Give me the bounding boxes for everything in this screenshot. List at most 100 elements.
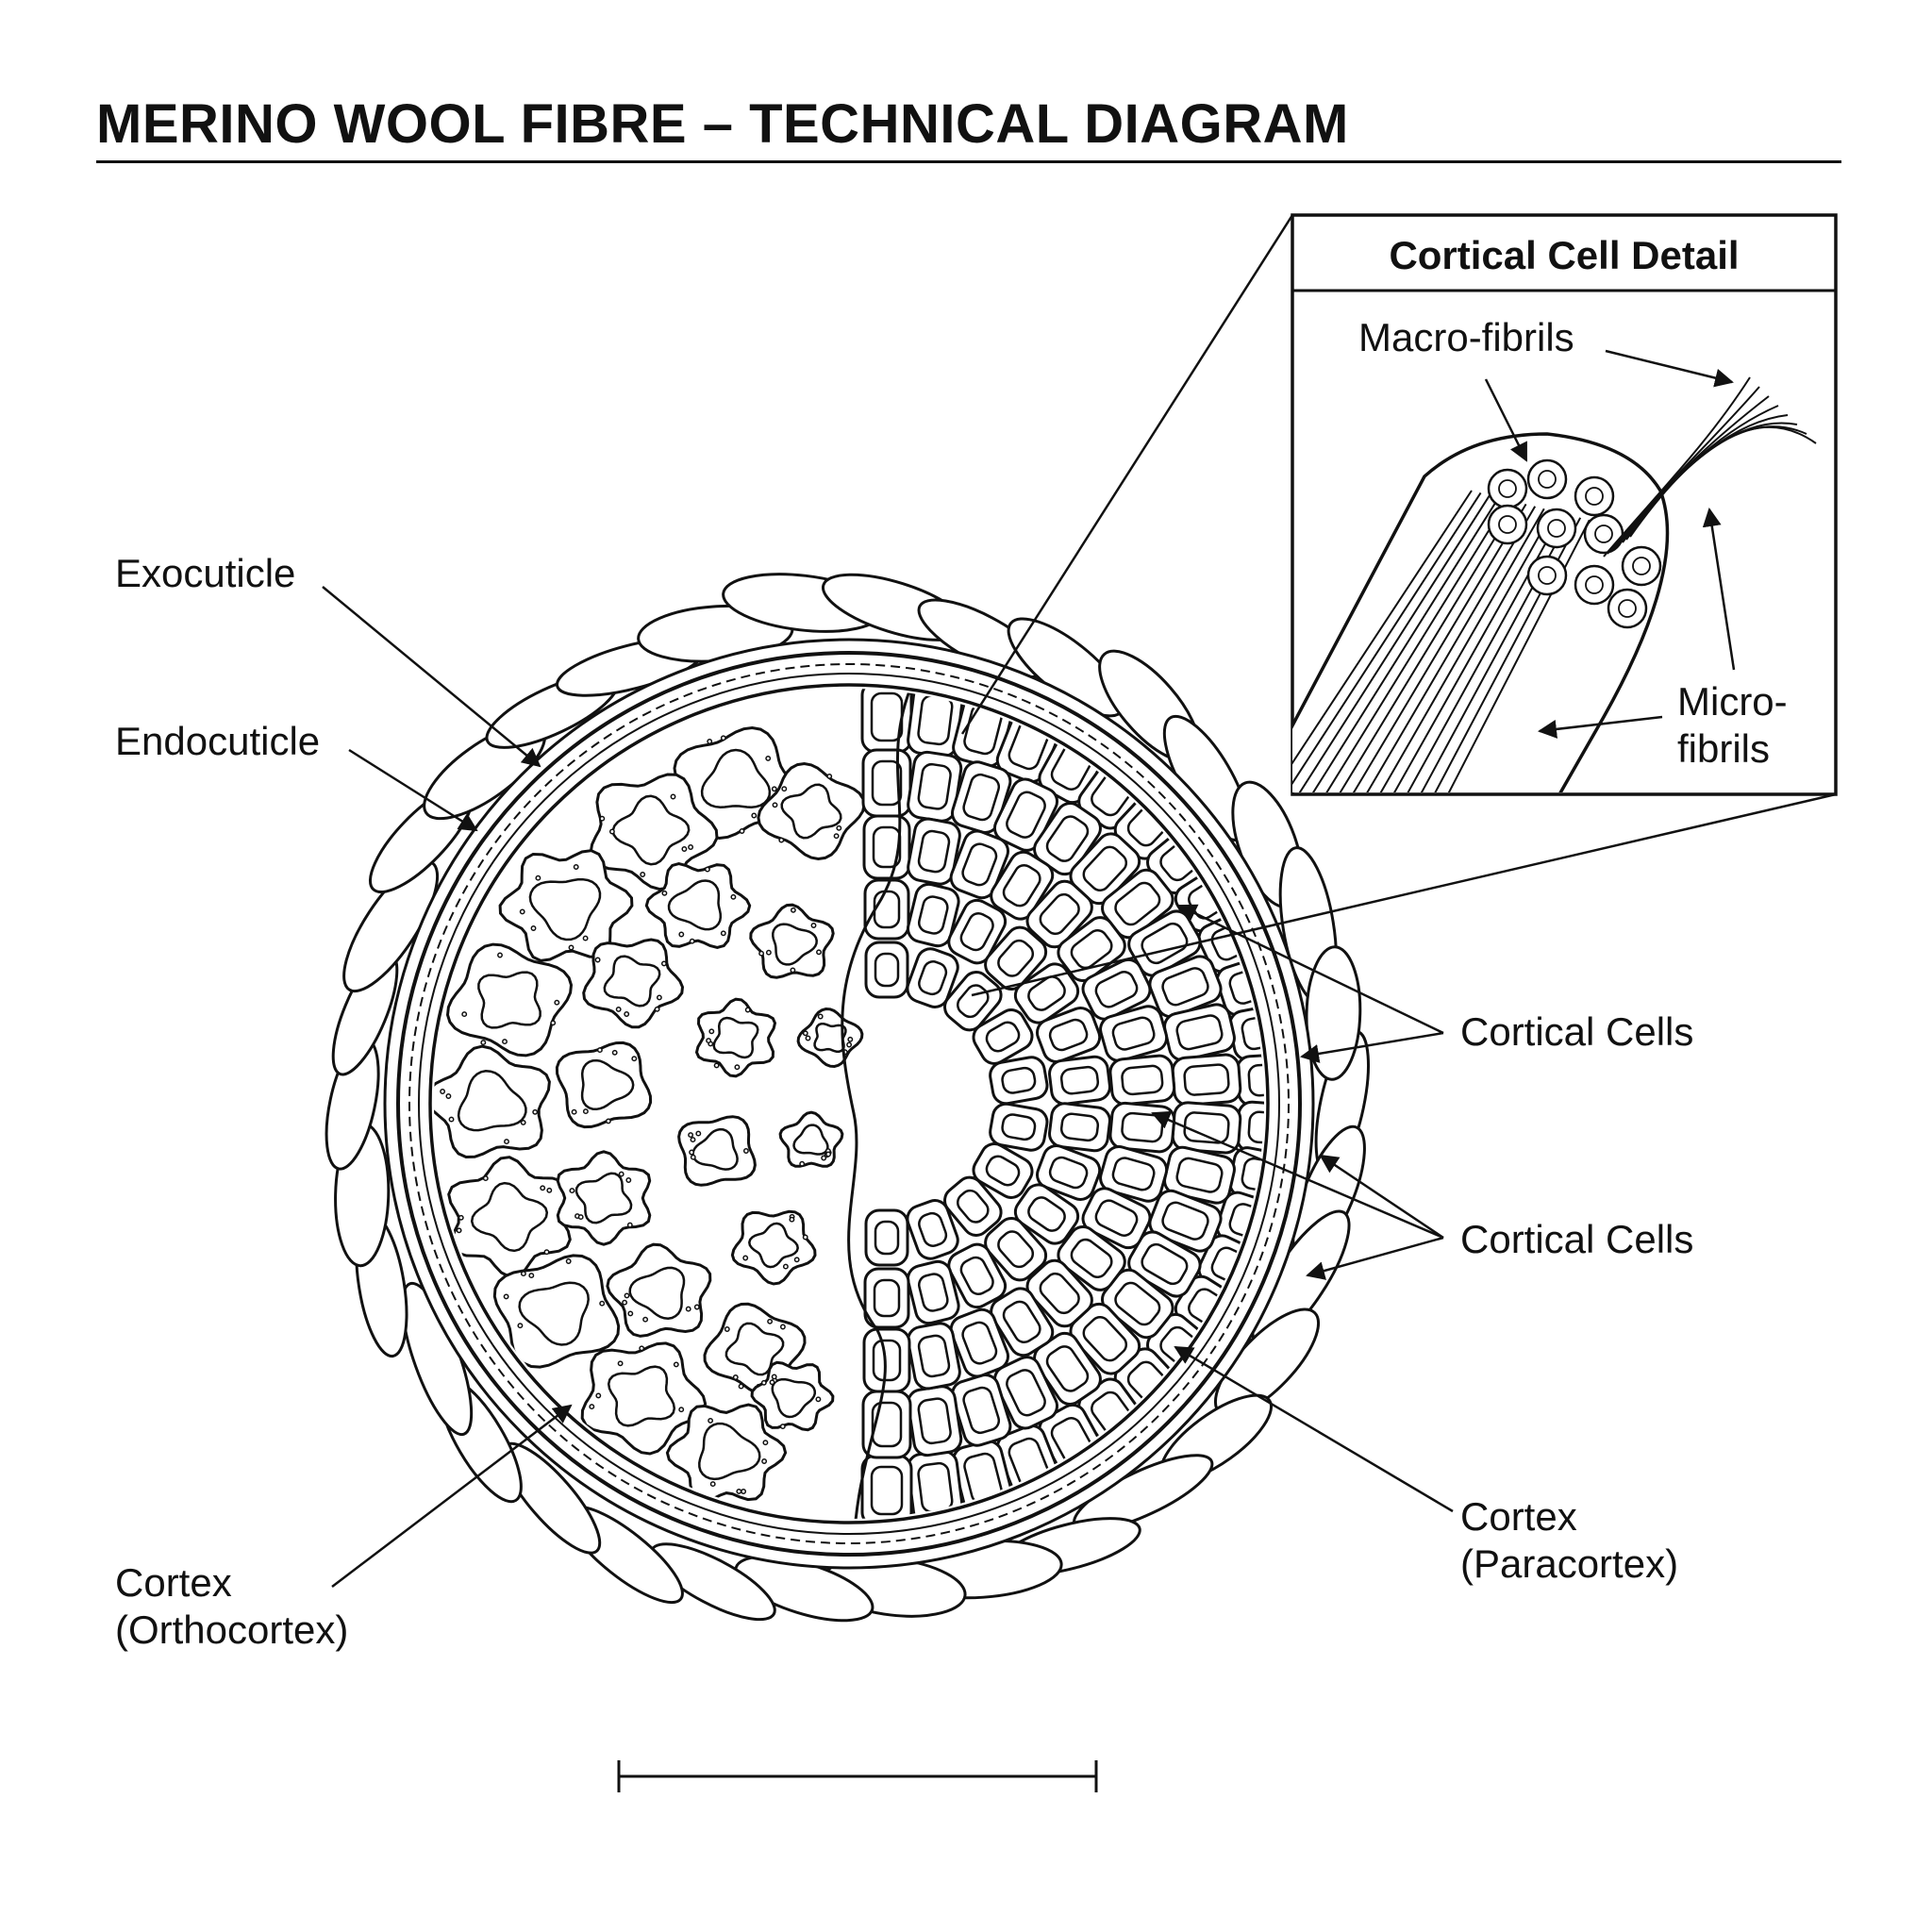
paracortex-cell-core (985, 1021, 1021, 1053)
granule (742, 1148, 749, 1154)
granule (706, 1038, 712, 1044)
granule (611, 1049, 618, 1056)
granule (708, 1417, 714, 1424)
granule (760, 1379, 767, 1386)
granule (678, 931, 685, 938)
zoom-line-upper (960, 214, 1294, 735)
paracortex-cell-core (1094, 1199, 1139, 1237)
orthocortex-inner-fold (813, 1023, 847, 1053)
macrofibril-core (1547, 519, 1566, 538)
granule (502, 1039, 508, 1045)
granule (540, 1185, 546, 1191)
orthocortex-label-line2: (Orthocortex) (115, 1607, 348, 1652)
granule (782, 1263, 789, 1270)
granule (751, 812, 758, 819)
paracortex-cell-core (873, 1278, 901, 1318)
granule (799, 1160, 806, 1167)
paracortex-cell-core (1059, 1112, 1100, 1142)
granule (608, 828, 615, 835)
granule (480, 1040, 487, 1046)
paracortex-cell-core (959, 1256, 994, 1296)
orthocortex-inner-fold (580, 1058, 635, 1111)
granule (821, 1155, 827, 1161)
paracortex-cell-core (1121, 1111, 1164, 1143)
granule (732, 1374, 739, 1380)
paracortex-cell-core (1048, 1156, 1089, 1190)
paracortex-cell-core (917, 694, 954, 746)
orthocortex-inner-fold (628, 1266, 686, 1320)
granule (528, 1273, 535, 1279)
cell-membrane-complex (408, 663, 1290, 1544)
macrofibril-core (1498, 515, 1517, 534)
granule (688, 1132, 694, 1139)
cortical-cells-arrow-1 (1177, 904, 1444, 1035)
granule (617, 1360, 624, 1367)
paracortex-cell-core (917, 1461, 954, 1513)
granule (577, 1214, 584, 1221)
granule (741, 1489, 747, 1494)
paracortex-cell-core (917, 1273, 949, 1312)
macrofibril-cross-sections (1487, 458, 1662, 629)
granule (445, 1093, 452, 1099)
paracortex-cell-core (1082, 845, 1128, 891)
exocuticle-arrow (322, 586, 541, 768)
granule (670, 793, 676, 800)
orthocortex-inner-fold (518, 1281, 590, 1346)
paracortex-cell-core (917, 762, 952, 810)
paracortex-cell-core (918, 1211, 948, 1247)
granule (779, 1424, 786, 1430)
fibril-line (1325, 499, 1509, 792)
granule (573, 864, 579, 870)
granule (631, 1056, 638, 1062)
granule (596, 1047, 603, 1054)
granule (497, 952, 503, 958)
paracortex-cell-core (1059, 1065, 1100, 1095)
paracortex-cell-core (1039, 1272, 1080, 1315)
granule (681, 846, 688, 852)
granule (615, 1006, 622, 1012)
paracortex-cell-core (1121, 1064, 1164, 1096)
macrofibrils-label: Macro-fibrils (1358, 315, 1574, 359)
granule (713, 1062, 720, 1069)
granule (654, 1006, 660, 1012)
paracortex-cell-core (1045, 815, 1090, 862)
orthocortex-inner-fold (700, 748, 772, 808)
microfibril-strands (1603, 376, 1817, 558)
microfibrils-label-line2: fibrils (1677, 726, 1770, 771)
paracortex-arrow (1174, 1345, 1454, 1513)
paracortex-cell-core (1002, 863, 1041, 908)
fibril-line (1393, 510, 1555, 792)
orthocortex-inner-fold (771, 1377, 817, 1419)
fibril-line (1292, 490, 1473, 765)
orthocortex-inner-fold (748, 1222, 799, 1269)
paracortex-cell-core (1114, 1281, 1161, 1326)
granule (817, 1013, 824, 1020)
macrofibril-core (1498, 479, 1517, 498)
granule (569, 1188, 575, 1194)
paracortex-cell-core (985, 1155, 1021, 1187)
granule (802, 1234, 808, 1241)
orthocortex-inner-fold (477, 971, 541, 1029)
granule (520, 1271, 526, 1277)
fibril-line (1298, 494, 1491, 792)
granule (690, 1154, 696, 1160)
granule (594, 957, 601, 963)
paracortex-cell-core (918, 960, 948, 996)
paracortex-cell-core (1002, 1300, 1041, 1344)
granule (693, 1304, 700, 1310)
granule (847, 1036, 854, 1042)
orthocortex-inner-fold (712, 1016, 759, 1059)
macrofibril-core (1618, 599, 1637, 618)
paracortex-cell-core (1111, 1157, 1156, 1191)
granule (758, 950, 765, 957)
granule (802, 1030, 808, 1037)
paracortex-cell-core (871, 759, 903, 807)
granule (605, 1118, 611, 1124)
granule (720, 930, 726, 937)
cuticle-scales (325, 573, 1370, 1623)
paracortex-cell-core (962, 1386, 1001, 1435)
paracortex-cell-core (1006, 1369, 1046, 1417)
paracortex-cell-core (917, 1334, 951, 1378)
paracortex-cell-core (1161, 967, 1209, 1007)
fibril-line (1352, 503, 1527, 792)
